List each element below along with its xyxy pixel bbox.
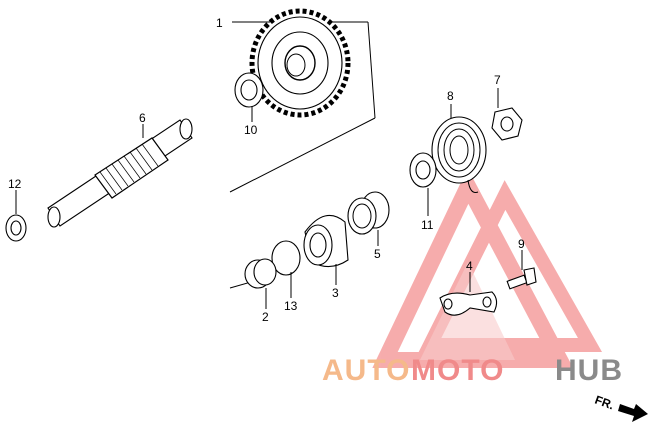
callout-12: 12 [8, 177, 22, 191]
assembly-line-right [367, 21, 376, 119]
stopper-part-4 [439, 291, 498, 316]
callout-9: 9 [518, 237, 525, 251]
bolt-part-9 [506, 267, 537, 290]
ratchet-part-3 [303, 214, 349, 268]
watermark-hub: HUB [555, 354, 623, 387]
direction-label: FR. [593, 393, 616, 413]
callout-3: 3 [332, 286, 339, 300]
watermark-logo [372, 168, 603, 368]
watermark-text: AUTO MOTO HUB [322, 354, 623, 387]
circlip-part-13 [271, 240, 301, 276]
collar-part-2 [244, 258, 277, 289]
nut-part-7 [491, 107, 523, 141]
callout-labels: 1 2 3 4 5 6 7 8 9 10 11 12 13 [8, 16, 525, 324]
callout-13: 13 [284, 299, 298, 313]
washer-part-12 [5, 214, 27, 242]
callout-1: 1 [216, 16, 223, 30]
watermark-moto: MOTO [411, 354, 504, 387]
callout-5: 5 [374, 247, 381, 261]
callout-11: 11 [421, 218, 434, 232]
watermark-auto: AUTO [322, 354, 410, 387]
washer-part-11 [409, 152, 437, 188]
shaft-part-6 [47, 118, 193, 228]
spring-part-5 [347, 191, 390, 235]
leader-lines [15, 21, 523, 309]
callout-8: 8 [447, 89, 454, 103]
direction-arrow-icon [618, 404, 648, 422]
callout-6: 6 [139, 111, 146, 125]
callout-7: 7 [494, 73, 501, 87]
washer-part-10 [234, 72, 264, 108]
callout-4: 4 [466, 259, 473, 273]
spring-part-8 [431, 116, 487, 193]
gear-part-1 [249, 8, 351, 118]
callout-2: 2 [262, 310, 269, 324]
direction-indicator: FR. [593, 393, 648, 422]
callout-10: 10 [244, 123, 258, 137]
assembly-line-shaft [229, 117, 376, 193]
